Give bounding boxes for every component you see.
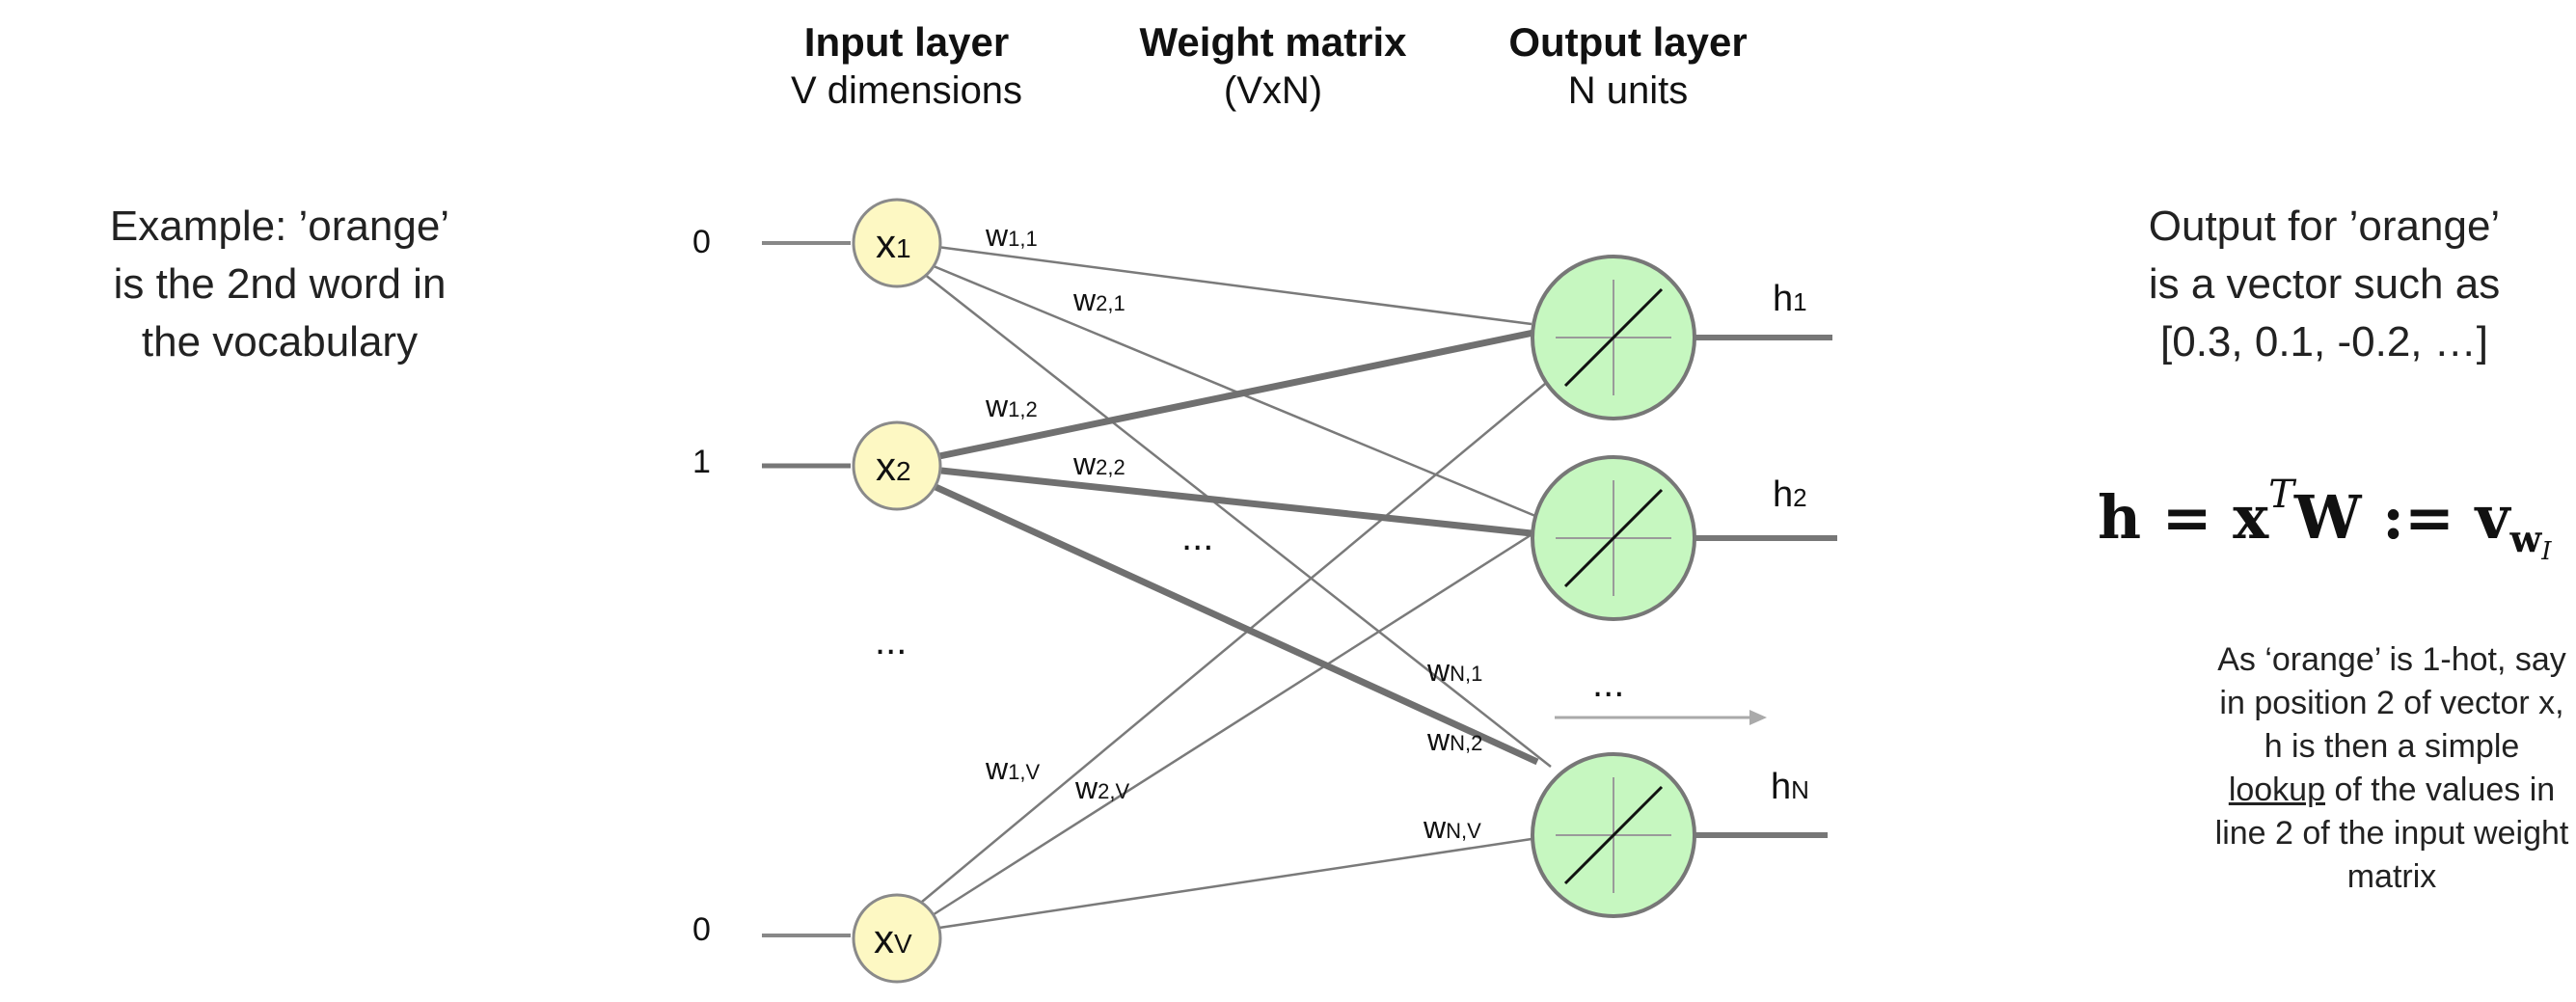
w21-letter: w xyxy=(1072,283,1097,317)
w22-letter: w xyxy=(1072,447,1097,481)
edge-xV-h2 xyxy=(927,527,1542,920)
input-value-1: 0 xyxy=(692,224,711,260)
input-node-v-label: xV xyxy=(874,916,912,961)
wN2-sub: N,2 xyxy=(1450,731,1482,755)
edge-xV-hN xyxy=(938,837,1532,930)
output-node-2 xyxy=(1531,455,1696,621)
output-label-2: h2 xyxy=(1773,474,1807,515)
edge-x2-h2 xyxy=(940,467,1532,537)
w12-letter: w xyxy=(985,389,1009,423)
weight-label-w21: w2,1 xyxy=(1072,283,1125,317)
weight-matrix-subtitle: (VxN) xyxy=(1223,69,1323,112)
output-layer-subtitle: N units xyxy=(1567,69,1689,112)
w2V-sub: 2,V xyxy=(1098,779,1129,803)
edge-xV-h1 xyxy=(915,378,1552,907)
output-layer-title: Output layer xyxy=(1508,19,1748,65)
output-node-1 xyxy=(1531,255,1696,420)
example-note: Example: ’orange’ is the 2nd word in the… xyxy=(109,203,450,366)
xv-letter: x xyxy=(874,916,894,961)
output-note: Output for ’orange’ is a vector such as … xyxy=(2148,203,2501,366)
h2-letter: h xyxy=(1773,474,1793,515)
weight-label-w11: w1,1 xyxy=(985,218,1038,253)
explanation-line-4-rest: of the values in xyxy=(2325,772,2556,808)
edge-x1-hN xyxy=(923,273,1552,768)
output-label-1: h1 xyxy=(1773,279,1807,319)
input-node-1-label: x1 xyxy=(876,221,911,266)
arrow-head xyxy=(1749,710,1767,725)
explanation-line-6: matrix xyxy=(2346,858,2437,895)
output-label-n: hN xyxy=(1771,767,1809,807)
formula-eq: = xyxy=(2141,482,2234,553)
explanation-line-5: line 2 of the input weight xyxy=(2214,815,2569,852)
x2-sub: 2 xyxy=(896,456,911,486)
formula-transpose: T xyxy=(2268,473,2294,517)
wN1-sub: N,1 xyxy=(1450,662,1482,686)
input-node-2-label: x2 xyxy=(876,444,911,489)
formula-W: W xyxy=(2293,482,2362,553)
w1V-letter: w xyxy=(985,751,1009,786)
weight-label-wN1: wN,1 xyxy=(1426,653,1482,688)
w11-letter: w xyxy=(985,218,1009,253)
weight-label-wN2: wN,2 xyxy=(1426,722,1482,757)
weight-label-w22: w2,2 xyxy=(1072,447,1125,481)
explanation-line-4: lookup of the values in xyxy=(2083,769,2576,812)
wN2-letter: w xyxy=(1426,722,1451,757)
formula-v: v xyxy=(2475,482,2510,553)
w1V-sub: 1,V xyxy=(1008,760,1040,784)
explanation-line-3: h is then a simple xyxy=(2264,728,2520,765)
input-value-v: 0 xyxy=(692,911,711,948)
input-ellipsis: ... xyxy=(875,620,907,663)
w2V-letter: w xyxy=(1074,771,1098,805)
x2-letter: x xyxy=(876,444,896,489)
formula-I: I xyxy=(2541,537,2552,566)
weight-label-wNV: wN,V xyxy=(1423,810,1481,845)
w21-sub: 2,1 xyxy=(1096,291,1125,315)
hN-letter: h xyxy=(1771,767,1791,807)
lookup-word: lookup xyxy=(2228,772,2326,808)
weight-label-w1V: w1,V xyxy=(985,751,1040,786)
weight-matrix-title: Weight matrix xyxy=(1139,19,1407,65)
output-node-n xyxy=(1531,752,1696,918)
wNV-letter: w xyxy=(1423,810,1447,845)
edge-x1-h1 xyxy=(936,245,1532,326)
w12-sub: 1,2 xyxy=(1008,397,1038,421)
explanation-text: As ‘orange’ is 1-hot, say in position 2 … xyxy=(2083,638,2576,899)
x1-sub: 1 xyxy=(896,233,911,263)
input-layer-subtitle: V dimensions xyxy=(790,69,1023,112)
formula-assign: := xyxy=(2361,482,2476,553)
lookup-formula: h = xTW := vwI xyxy=(2098,473,2552,566)
wNV-sub: N,V xyxy=(1446,819,1481,843)
edge-x2-h1 xyxy=(938,329,1534,460)
formula-w: w xyxy=(2509,517,2542,560)
h1-letter: h xyxy=(1773,279,1793,319)
weight-label-w2V: w2,V xyxy=(1074,771,1129,805)
weight-label-w12: w1,2 xyxy=(985,389,1038,423)
explanation-line-1: As ‘orange’ is 1-hot, say xyxy=(2217,641,2566,678)
hN-sub: N xyxy=(1791,775,1809,804)
output-ellipsis: ... xyxy=(1592,663,1624,705)
h1-sub: 1 xyxy=(1793,287,1806,316)
h2-sub: 2 xyxy=(1793,483,1806,512)
explanation-line-2: in position 2 of vector x, xyxy=(2219,685,2564,721)
middle-ellipsis: ... xyxy=(1181,516,1213,558)
input-node-v xyxy=(852,893,942,984)
formula-subscript: wI xyxy=(2509,517,2552,566)
input-node-2 xyxy=(852,420,942,511)
x1-letter: x xyxy=(876,221,896,266)
input-node-1 xyxy=(852,198,942,288)
input-layer-title: Input layer xyxy=(803,19,1010,65)
formula-h: h xyxy=(2098,482,2142,553)
input-value-2: 1 xyxy=(692,444,711,480)
w11-sub: 1,1 xyxy=(1008,227,1038,251)
edge-x2-hN xyxy=(932,482,1539,766)
w22-sub: 2,2 xyxy=(1096,455,1125,479)
xv-sub: V xyxy=(894,929,912,959)
wN1-letter: w xyxy=(1426,653,1451,688)
formula-x: x xyxy=(2233,482,2269,553)
